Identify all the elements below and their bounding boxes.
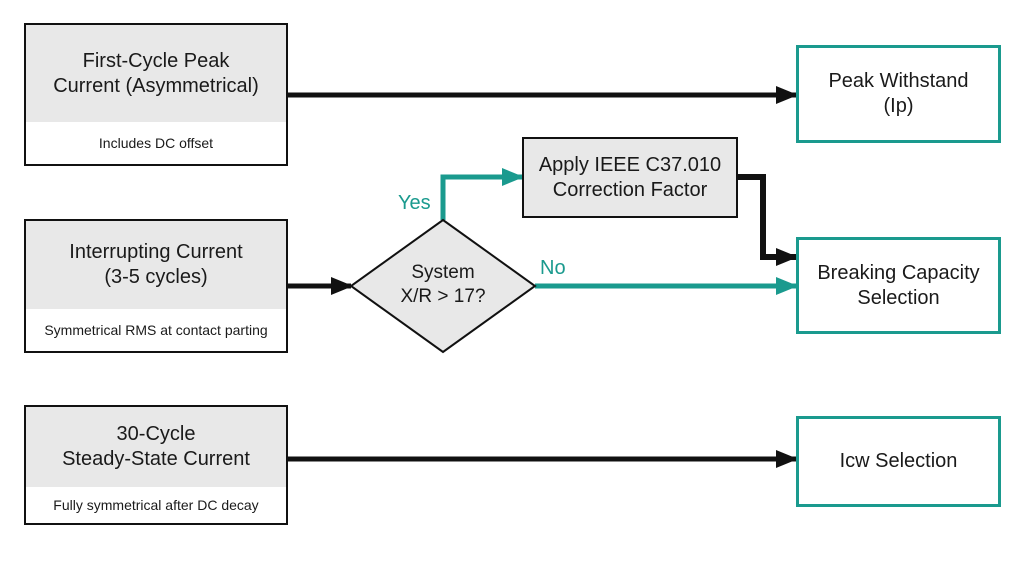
interrupting-box: Interrupting Current (3-5 cycles) Symmet… [24,219,288,353]
interrupting-title: Interrupting Current (3-5 cycles) [26,221,286,309]
first-cycle-title-line1: First-Cycle Peak [82,49,230,72]
steady-state-title-line2: Steady-State Current [62,448,250,470]
first-cycle-title-line2: Current (Asymmetrical) [53,74,259,97]
arrow-yes-to-correction [440,168,524,220]
decision-label: System X/R > 17? [383,261,503,309]
correction-box: Apply IEEE C37.010 Correction Factor [522,137,738,218]
steady-state-title: 30-Cycle Steady-State Current [26,407,286,487]
steady-state-note: Fully symmetrical after DC decay [53,497,259,513]
icw-label: Icw Selection [839,450,958,472]
interrupting-title-line1: Interrupting Current [69,241,243,263]
correction-label-line1: Apply IEEE C37.010 [538,153,722,176]
decision-label-line1: System [411,262,475,283]
steady-state-box: 30-Cycle Steady-State Current Fully symm… [24,405,288,525]
breaking-capacity-box: Breaking Capacity Selection [796,237,1001,334]
icw-box: Icw Selection [796,416,1001,507]
arrow-correction-to-breaking [738,174,798,266]
correction-label-line2: Correction Factor [552,178,708,201]
yes-label: Yes [398,192,431,214]
breaking-capacity-line2: Selection [857,286,940,309]
first-cycle-box: First-Cycle Peak Current (Asymmetrical) … [24,23,288,166]
breaking-capacity-line1: Breaking Capacity [817,261,980,284]
no-label: No [540,257,566,279]
first-cycle-title: First-Cycle Peak Current (Asymmetrical) [26,25,286,122]
peak-withstand-line2: (Ip) [883,95,914,117]
decision-label-line2: X/R > 17? [400,286,486,307]
first-cycle-note: Includes DC offset [98,135,214,151]
interrupting-title-line2: (3-5 cycles) [104,266,208,288]
peak-withstand-line1: Peak Withstand [828,70,969,92]
peak-withstand-box: Peak Withstand (Ip) [796,45,1001,143]
steady-state-title-line1: 30-Cycle [116,423,196,445]
decision-diamond [349,218,537,354]
interrupting-note: Symmetrical RMS at contact parting [44,322,268,338]
